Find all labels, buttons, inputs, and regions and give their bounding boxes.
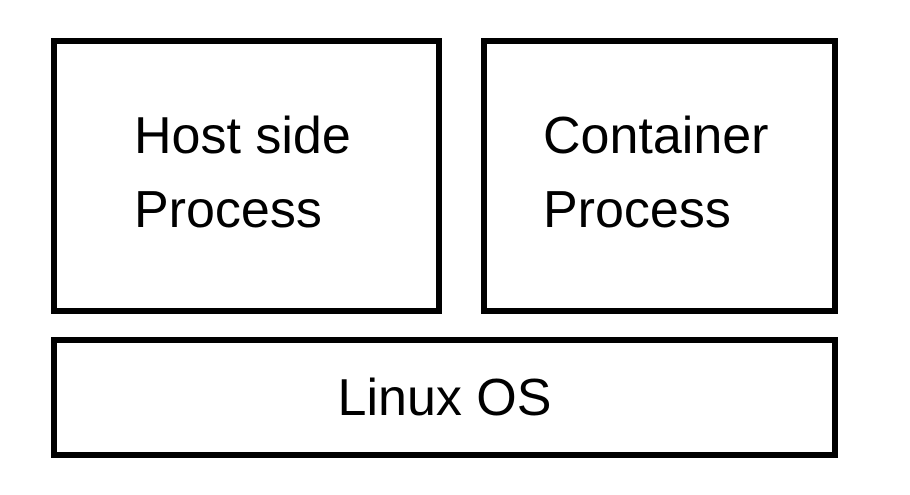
container-process-label: Container Process xyxy=(543,99,768,247)
host-process-label-line2: Process xyxy=(134,181,322,239)
host-process-label-line1: Host side xyxy=(134,107,351,165)
linux-os-box: Linux OS xyxy=(51,337,838,458)
linux-os-label: Linux OS xyxy=(57,343,832,452)
host-process-label: Host side Process xyxy=(134,99,351,247)
container-process-label-line1: Container xyxy=(543,107,769,165)
host-process-box: Host side Process xyxy=(51,38,442,314)
container-process-label-line2: Process xyxy=(543,181,731,239)
container-process-box: Container Process xyxy=(481,38,838,314)
linux-os-label-text: Linux OS xyxy=(337,368,552,427)
